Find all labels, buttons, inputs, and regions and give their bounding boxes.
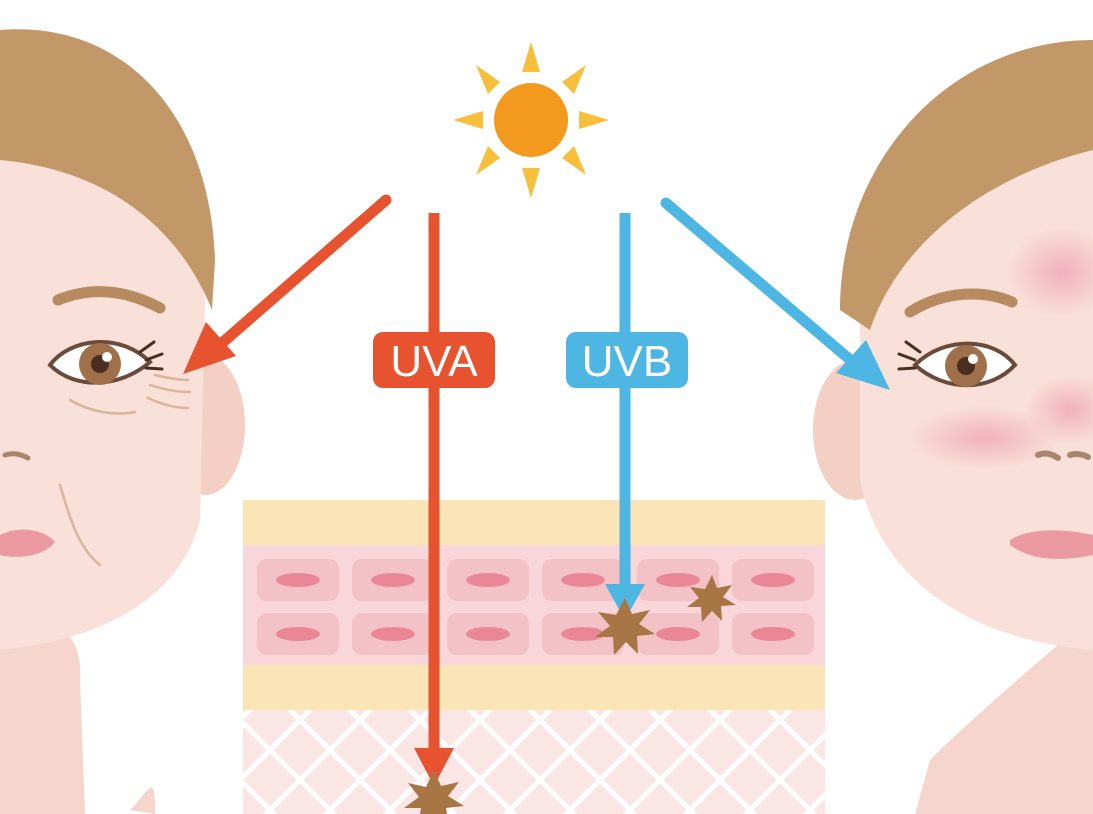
skin-cross-section (243, 500, 825, 814)
uva-arrow-into-dermis (414, 213, 454, 786)
skin-surface-layer (243, 500, 825, 545)
starburst-icon (404, 770, 464, 814)
uvb-label: UVB (566, 332, 688, 388)
damage-markers (404, 575, 736, 814)
right-redness-cheek (910, 406, 1060, 470)
left-hair (0, 29, 215, 310)
starburst-icon (595, 598, 655, 655)
left-eye (47, 340, 164, 385)
uva-arrow-to-left-face (183, 194, 392, 374)
cell-grid (253, 555, 818, 659)
dermis-collagen-layer (243, 710, 825, 814)
right-eye (897, 340, 1018, 388)
right-redness-forehead (1007, 227, 1093, 317)
right-nose (1067, 450, 1091, 460)
sun-icon (453, 42, 609, 198)
uva-label-text: UVA (390, 337, 478, 386)
uva-label: UVA (373, 332, 495, 388)
left-lips (0, 529, 55, 557)
left-nose (2, 451, 31, 461)
uvb-label-text: UVB (582, 337, 672, 386)
starburst-icon (687, 575, 736, 622)
right-eyebrow (904, 288, 1018, 318)
dermis-band (243, 665, 825, 710)
left-face (0, 29, 245, 814)
uvb-arrow-to-right-face (660, 197, 890, 390)
left-eyebrow (52, 286, 166, 314)
uva-rays (183, 194, 454, 786)
right-face (813, 40, 1093, 814)
right-redness-nose (1025, 375, 1093, 445)
left-wrinkles (58, 373, 192, 567)
right-hair (840, 40, 1093, 330)
right-lips (1010, 530, 1093, 559)
